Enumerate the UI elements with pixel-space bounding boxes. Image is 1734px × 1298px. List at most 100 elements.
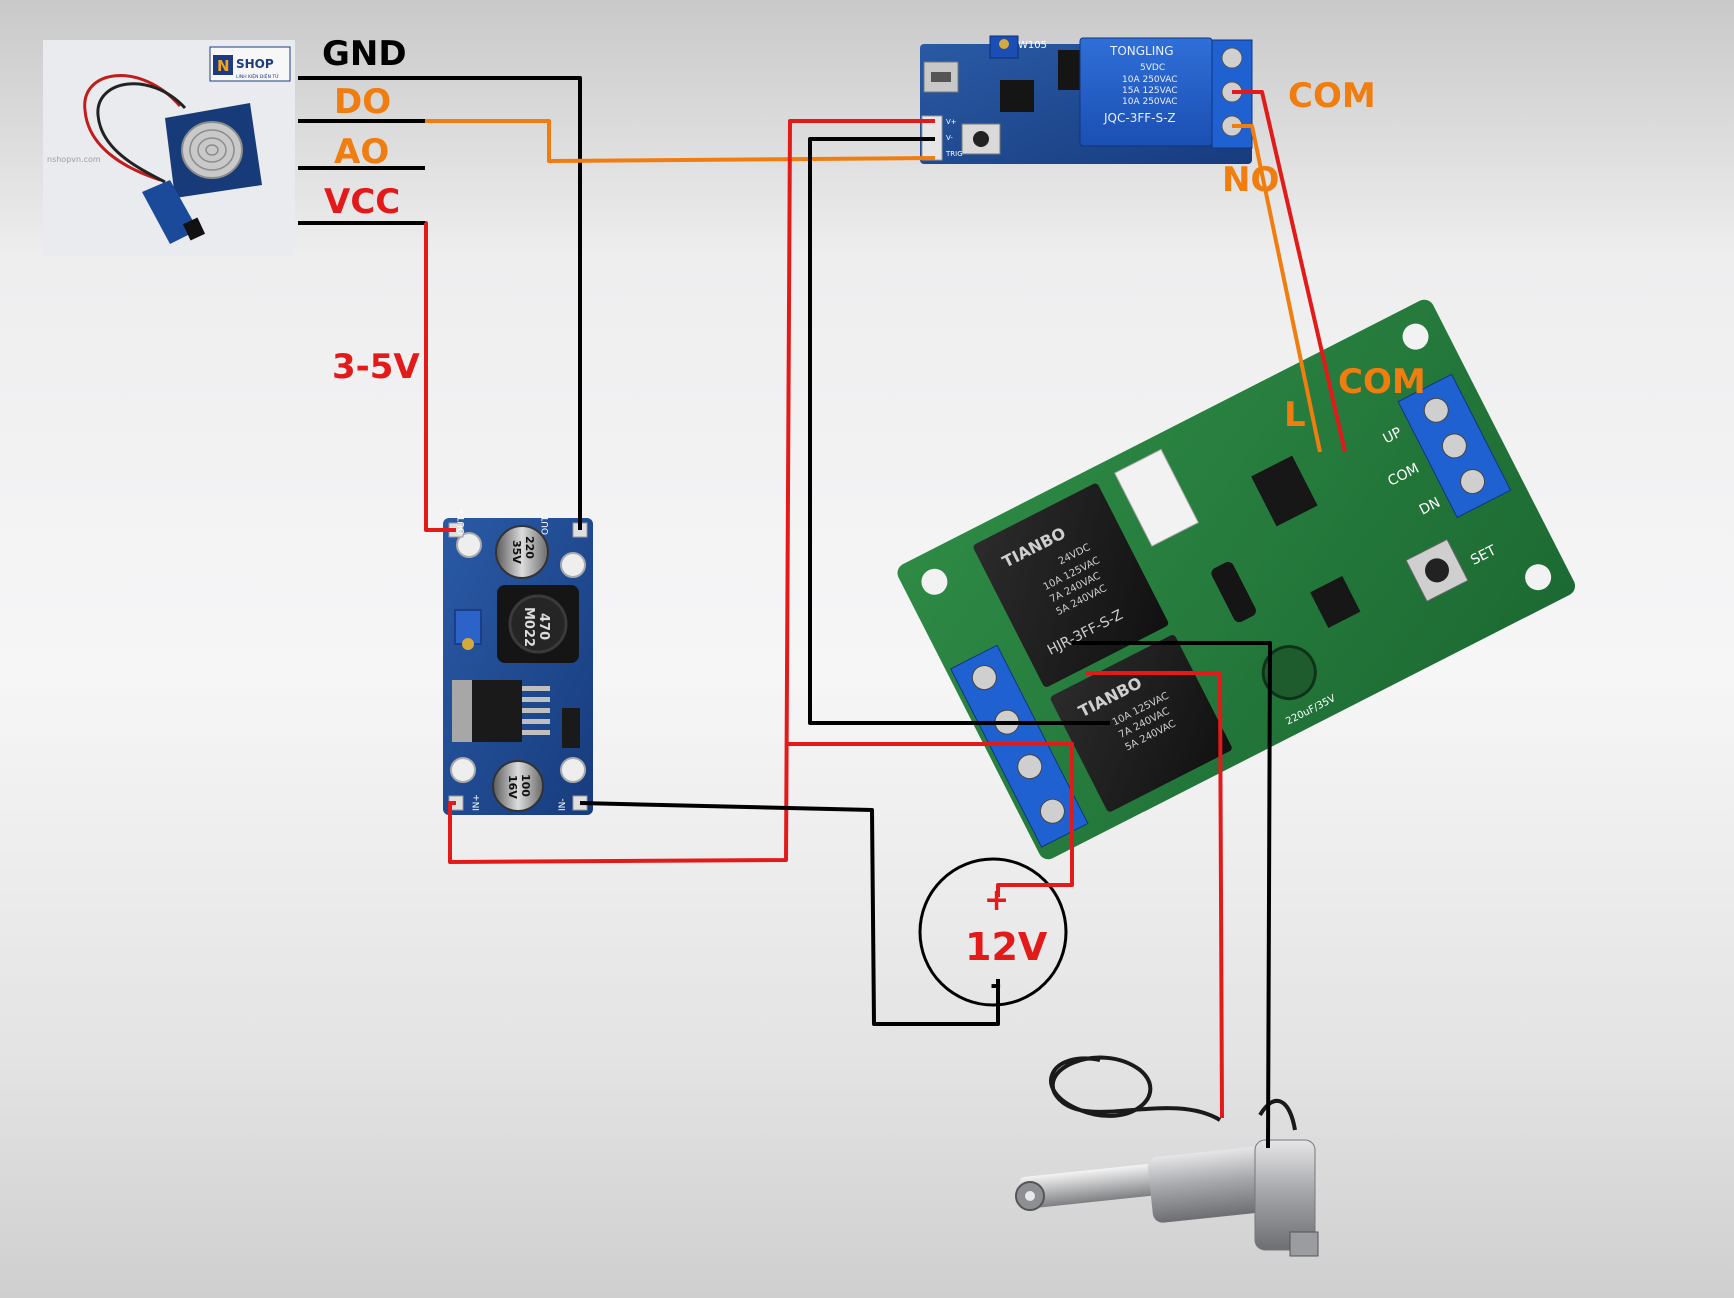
supply-label-3-5v: 3-5V — [332, 347, 420, 387]
set-button-cap — [1425, 558, 1450, 583]
motor-board-hole — [1525, 564, 1552, 591]
buck-inductor-core — [508, 594, 568, 654]
buck-inductor-text: 470 — [536, 613, 551, 640]
pin-label-do: DO — [334, 82, 391, 122]
sensor-coil-ring — [205, 144, 219, 156]
wire-gnd-to-buck-out-minus — [425, 76, 582, 530]
relay-terminal-label-com: COM — [1288, 76, 1376, 116]
motor-board-hole — [1402, 323, 1429, 350]
sensor-pin-leads — [298, 76, 425, 225]
wire-buck-in-plus — [448, 119, 935, 864]
motor-wire-label-com: COM — [1338, 362, 1426, 402]
relay-cube-text: 10A 250VAC — [1122, 97, 1178, 107]
power-supply-voltage: 12V — [965, 925, 1048, 969]
buck-mount-hole — [560, 552, 586, 578]
motor-output-screw — [971, 665, 997, 691]
motor-control-board: TIANBO 24VDC 10A 125VAC 7A 240VAC 5A 240… — [897, 299, 1576, 860]
buck-inductor-text: M022 — [521, 607, 536, 647]
linear-actuator — [1015, 1055, 1319, 1257]
wire-actuator-black — [1072, 641, 1272, 1149]
motor-board-relay-2 — [1050, 635, 1232, 812]
sensor-coil-ring — [189, 129, 235, 171]
motor-output-screw — [1017, 754, 1043, 780]
sensor-watermark: nshopvn.com — [47, 155, 101, 164]
relay-usb-port-opening — [931, 72, 951, 82]
relay-terminal-label-no: NO — [1222, 160, 1279, 200]
motor-board-chip — [1310, 575, 1361, 628]
sensor-coil-ring — [197, 137, 227, 163]
relay-pin-label: V- — [946, 134, 953, 142]
motor-board-output-terminal — [950, 644, 1089, 848]
buck-label-in-plus: IN+ — [472, 794, 482, 811]
nshop-logo-subtext: LINH KIỆN ĐIỆN TỬ — [236, 72, 279, 80]
relay-chip — [1058, 50, 1080, 90]
motor-output-screw — [1039, 798, 1065, 824]
relay-cube-text: JQC-3FF-S-Z — [1103, 111, 1176, 125]
buck-mount-hole — [560, 757, 586, 783]
sensor-wire-black — [96, 82, 187, 184]
relay-trim-screw — [999, 39, 1009, 49]
pin-label-vcc: VCC — [324, 182, 400, 222]
motor-wire-label-l: L — [1284, 395, 1306, 435]
relay-pin-label: V+ — [946, 118, 957, 126]
wires — [424, 76, 1347, 1149]
rain-sensor-module: N SHOP LINH KIỆN ĐIỆN TỬ nshopvn.com — [43, 40, 295, 256]
nshop-logo-mark — [213, 55, 233, 75]
sensor-comparator-board — [142, 180, 198, 244]
buck-cap-bottom — [492, 760, 544, 812]
motor-board-capacitor — [1261, 645, 1317, 701]
power-supply-circle — [918, 857, 1068, 1007]
buck-cap-top-text: 35V — [510, 540, 523, 564]
power-supply-minus: - — [990, 968, 1002, 1001]
buck-label-in-minus: IN- — [558, 798, 568, 811]
relay-cube-text: 5VDC — [1140, 63, 1165, 73]
nshop-logo-text: SHOP — [236, 57, 274, 71]
motor-board-coil — [1211, 561, 1256, 623]
actuator-cable-end — [1258, 1099, 1297, 1131]
nshop-logo-n: N — [217, 57, 230, 75]
motor-input-screw — [1423, 397, 1449, 423]
relay-cube-text: 15A 125VAC — [1122, 86, 1178, 96]
pin-label-gnd: GND — [322, 34, 407, 74]
buck-ic-tab — [452, 680, 472, 742]
pin-label-ao: AO — [334, 132, 389, 172]
relay-module-5v: W105 V+ V- TRIG TONGLING 5VDC 10A 250VAC… — [920, 35, 1253, 164]
wire-relay-gnd — [808, 137, 1110, 725]
relay-push-button-cap — [973, 131, 989, 147]
buck-converter: 220 35V 470 M022 100 16V OUT+ OUT- IN+ I… — [443, 508, 593, 815]
buck-mount-hole — [450, 757, 476, 783]
buck-label-out-minus: OUT- — [541, 513, 551, 535]
actuator-gearbox — [1254, 1139, 1316, 1251]
motor-board-jst-connector — [1114, 448, 1199, 547]
buck-cap-top — [495, 525, 549, 579]
relay-pin-label: TRIG — [945, 150, 963, 158]
motor-terminal-label: UP — [1381, 425, 1405, 448]
wire-do-to-relay-trig — [425, 119, 936, 163]
buck-trim-screw — [462, 638, 474, 650]
buck-cap-top-text: 220 — [523, 536, 536, 559]
relay-cube-text: TONGLING — [1109, 44, 1174, 58]
motor-input-screw — [1460, 469, 1486, 495]
wire-motor-plus — [786, 742, 1074, 897]
buck-diode — [562, 708, 580, 748]
motor-board-relay-1 — [973, 483, 1169, 687]
sensor-wire-red — [83, 74, 182, 182]
buck-cap-bottom-text: 16V — [506, 775, 519, 799]
motor-board-chip — [1251, 455, 1318, 527]
relay-cube-text: 10A 250VAC — [1122, 75, 1178, 85]
wire-buck-in-minus — [579, 801, 1000, 1026]
wire-actuator-red — [1085, 671, 1224, 1119]
wire-relay-no — [1232, 124, 1322, 453]
motor-input-screw — [1441, 433, 1467, 459]
relay-board-label: W105 — [1018, 40, 1047, 51]
wire-vcc-to-buck-out-plus — [424, 221, 456, 532]
actuator-end-mount — [1289, 1231, 1319, 1257]
buck-cap-bottom-text: 100 — [519, 774, 532, 797]
motor-board-hole — [921, 568, 948, 595]
relay-chip — [1000, 80, 1034, 112]
wire-relay-com — [1232, 90, 1347, 453]
sensor-pin-header — [182, 217, 206, 241]
power-supply-12v: + 12V - — [918, 857, 1068, 1007]
relay-terminal-screw — [1221, 47, 1243, 69]
